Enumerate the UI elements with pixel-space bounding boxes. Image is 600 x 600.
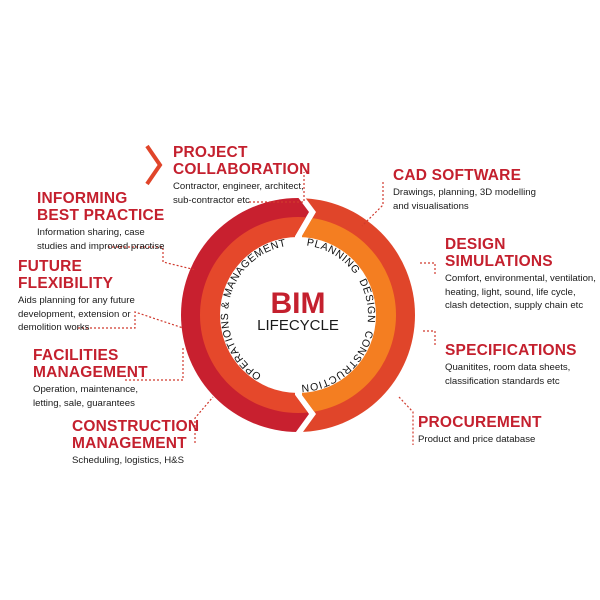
item-title: FUTURE [18, 258, 83, 275]
item-description: Contractor, engineer, architect,sub-cont… [173, 181, 304, 206]
item-description: Product and price database [418, 434, 536, 445]
item-title: SIMULATIONS [445, 253, 553, 270]
item-title: PROCUREMENT [418, 414, 542, 431]
item-description: Comfort, environmental, ventilation,heat… [445, 273, 596, 311]
item-future-flexibility: FUTURE FLEXIBILITY Aids planning for any… [18, 258, 135, 335]
center-label: BIM LIFECYCLE [248, 287, 348, 334]
lifecycle-subtitle: LIFECYCLE [257, 317, 339, 334]
item-title: CAD SOFTWARE [393, 167, 522, 184]
leader-lines [78, 172, 436, 445]
item-title: COLLABORATION [173, 161, 311, 178]
item-project-collaboration: PROJECT COLLABORATION Contractor, engine… [173, 144, 311, 207]
item-title: BEST PRACTICE [37, 207, 165, 224]
item-construction-management: CONSTRUCTION MANAGEMENT Scheduling, logi… [72, 418, 199, 468]
item-title: SPECIFICATIONS [445, 342, 577, 359]
bim-title: BIM [270, 287, 326, 320]
item-description: Operation, maintenance,letting, sale, gu… [33, 384, 139, 409]
item-title: MANAGEMENT [72, 435, 187, 452]
item-title: INFORMING [37, 190, 128, 207]
item-title: PROJECT [173, 144, 248, 161]
chevron-right-icon [145, 144, 163, 186]
item-informing-best-practice: INFORMING BEST PRACTICE Information shar… [37, 190, 164, 253]
item-title: MANAGEMENT [33, 364, 148, 381]
item-specifications: SPECIFICATIONS Quanitites, room data she… [445, 342, 577, 388]
item-title: FLEXIBILITY [18, 275, 114, 292]
item-cad-software: CAD SOFTWARE Drawings, planning, 3D mode… [393, 167, 536, 213]
item-procurement: PROCUREMENT Product and price database [418, 414, 542, 447]
item-facilities-management: FACILITIES MANAGEMENT Operation, mainten… [33, 347, 148, 410]
item-title: FACILITIES [33, 347, 119, 364]
item-description: Quanitites, room data sheets,classificat… [445, 362, 571, 387]
item-title: DESIGN [445, 236, 506, 253]
item-description: Scheduling, logistics, H&S [72, 455, 184, 466]
item-title: CONSTRUCTION [72, 418, 200, 435]
item-design-simulations: DESIGN SIMULATIONS Comfort, environmenta… [445, 236, 596, 313]
